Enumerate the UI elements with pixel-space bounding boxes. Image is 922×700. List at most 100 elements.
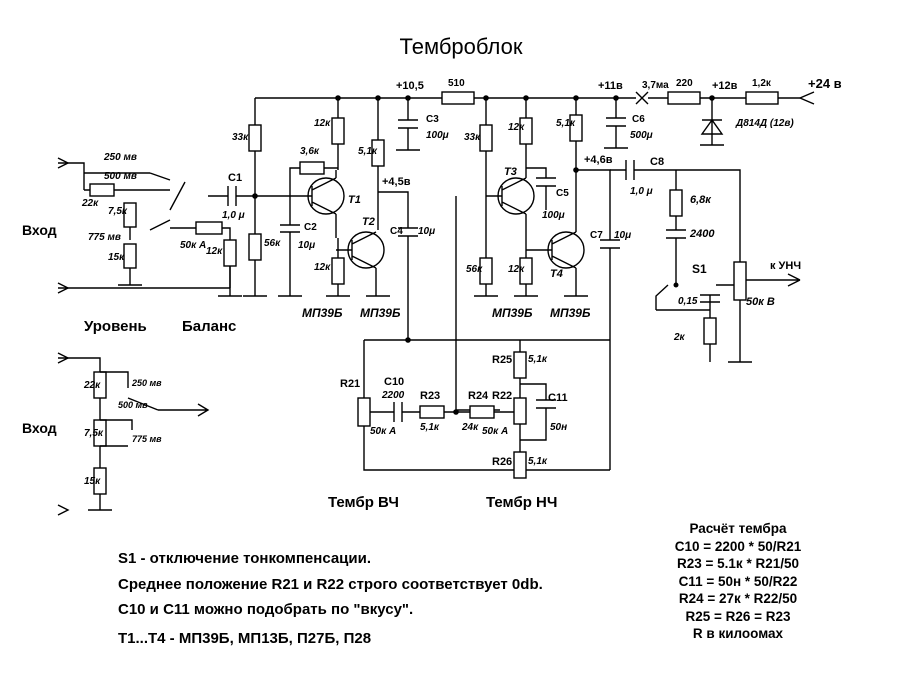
resistor-56k-a bbox=[248, 233, 262, 261]
label-75k-b: 7,5к bbox=[84, 428, 103, 439]
tone-calculation: Расчёт тембра C10 = 2200 * 50/R21 R23 = … bbox=[648, 520, 828, 643]
label-c6v: 500μ bbox=[630, 130, 653, 141]
resistor-56k-b bbox=[479, 257, 493, 285]
label-c7v: 10μ bbox=[614, 230, 632, 241]
resistor-6k8 bbox=[669, 189, 683, 217]
label-c11: C11 bbox=[548, 392, 568, 404]
label-775mv-b: 775 мв bbox=[132, 434, 162, 444]
label-balance: Баланс bbox=[182, 318, 237, 335]
label-r25v: 5,1к bbox=[528, 354, 547, 365]
pot-balance bbox=[195, 221, 223, 235]
label-mp39-2: МП39Б bbox=[360, 306, 401, 320]
resistor-15k-b bbox=[93, 467, 107, 495]
label-45v: +4,5в bbox=[382, 176, 411, 188]
capacitor-c1 bbox=[208, 186, 255, 206]
label-r220: 220 bbox=[676, 78, 693, 89]
calc-line: R23 = 5.1к * R21/50 bbox=[677, 556, 799, 571]
label-c5: C5 bbox=[556, 188, 569, 199]
calc-line: C11 = 50н * 50/R22 bbox=[678, 573, 798, 589]
label-c10: C10 bbox=[384, 376, 405, 388]
pot-r22 bbox=[513, 397, 527, 425]
note-line-3: C10 и C11 можно подобрать по "вкусу". bbox=[118, 601, 414, 618]
resistor-12k-a bbox=[331, 117, 345, 145]
label-12v: +12в bbox=[712, 80, 738, 92]
label-24v: +24 в bbox=[808, 76, 842, 91]
label-50ka: 50к А bbox=[180, 240, 207, 251]
pot-r21 bbox=[357, 397, 371, 427]
capacitor-c8 bbox=[610, 160, 741, 270]
label-6k8: 6,8к bbox=[690, 194, 711, 206]
label-r510: 510 bbox=[448, 78, 465, 89]
calc-heading: Расчёт тембра bbox=[689, 521, 787, 536]
label-c1v: 1,0 μ bbox=[222, 210, 245, 221]
label-22k-b: 22к bbox=[84, 380, 101, 391]
supply-arrow bbox=[799, 91, 815, 105]
calc-line: R24 = 27к * R22/50 bbox=[678, 591, 798, 606]
label-r21v: 50к А bbox=[370, 426, 397, 437]
label-c3: C3 bbox=[426, 114, 439, 125]
label-t4: T4 bbox=[550, 268, 563, 280]
label-56k-a: 56к bbox=[264, 238, 281, 249]
label-c5v: 100μ bbox=[542, 210, 565, 221]
label-r26: R26 bbox=[492, 456, 513, 468]
resistor-220 bbox=[667, 91, 701, 105]
label-r21: R21 bbox=[340, 378, 361, 390]
label-bass: Тембр НЧ bbox=[486, 494, 558, 511]
resistor-r24 bbox=[469, 405, 495, 419]
resistor-5k1-b bbox=[569, 114, 583, 142]
label-c3v: 100μ bbox=[426, 130, 449, 141]
resistor-12k-c bbox=[223, 239, 237, 267]
label-22k: 22к bbox=[82, 198, 99, 209]
label-33k-a: 33к bbox=[232, 132, 249, 143]
resistor-1k2 bbox=[745, 91, 779, 105]
label-r23: R23 bbox=[420, 390, 441, 402]
zener-diode bbox=[700, 98, 724, 145]
label-12k-b: 12к bbox=[314, 262, 331, 273]
label-input-top: Вход bbox=[22, 222, 57, 238]
label-r1k2: 1,2к bbox=[752, 78, 771, 89]
note-line-1: S1 - отключение тонкомпенсации. bbox=[118, 550, 372, 567]
label-250mv: 250 мв bbox=[104, 152, 137, 163]
capacitor-c7 bbox=[576, 169, 620, 470]
label-t1: T1 bbox=[348, 194, 361, 206]
label-r25: R25 bbox=[492, 354, 513, 366]
label-c8v: 1,0 μ bbox=[630, 186, 653, 197]
note-line-2: Среднее положение R21 и R22 строго соотв… bbox=[118, 576, 543, 593]
capacitor-c3 bbox=[396, 98, 420, 151]
resistor-22k-in bbox=[89, 183, 115, 197]
resistor-510 bbox=[441, 91, 475, 105]
label-33k-b: 33к bbox=[464, 132, 481, 143]
label-015: 0,15 bbox=[678, 296, 698, 307]
label-c7: C7 bbox=[590, 230, 603, 241]
pot-50kb bbox=[733, 261, 747, 301]
label-15k-b: 15к bbox=[84, 476, 101, 487]
resistor-2k bbox=[703, 317, 717, 345]
label-2k: 2к bbox=[674, 332, 685, 343]
resistor-12k-d bbox=[519, 117, 533, 145]
label-mp39-3: МП39Б bbox=[492, 306, 533, 320]
calc-line: C10 = 2200 * 50/R21 bbox=[674, 538, 802, 554]
capacitor-c4 bbox=[378, 191, 418, 340]
bias-chain-stage1 bbox=[243, 98, 267, 297]
label-15k: 15к bbox=[108, 252, 125, 263]
diagram-title: Темброблок bbox=[399, 34, 523, 59]
label-3k6: 3,6к bbox=[300, 146, 319, 157]
resistor-33k-a bbox=[248, 124, 262, 152]
label-r24: R24 bbox=[468, 390, 489, 402]
label-12k-c: 12к bbox=[206, 246, 223, 257]
resistor-15k-in bbox=[123, 243, 137, 269]
label-mp39-4: МП39Б bbox=[550, 306, 591, 320]
label-c2: C2 bbox=[304, 222, 317, 233]
label-12k-a: 12к bbox=[314, 118, 331, 129]
calc-line: R25 = R26 = R23 bbox=[685, 608, 791, 624]
capacitor-c5 bbox=[526, 167, 556, 210]
label-r22v: 50к А bbox=[482, 426, 509, 437]
label-s1: S1 bbox=[692, 262, 707, 276]
label-5k1-b: 5,1к bbox=[556, 118, 575, 129]
label-12k-e: 12к bbox=[508, 264, 525, 275]
label-75k: 7,5к bbox=[108, 206, 127, 217]
label-t2: T2 bbox=[362, 216, 375, 228]
label-mp39-1: МП39Б bbox=[302, 306, 343, 320]
